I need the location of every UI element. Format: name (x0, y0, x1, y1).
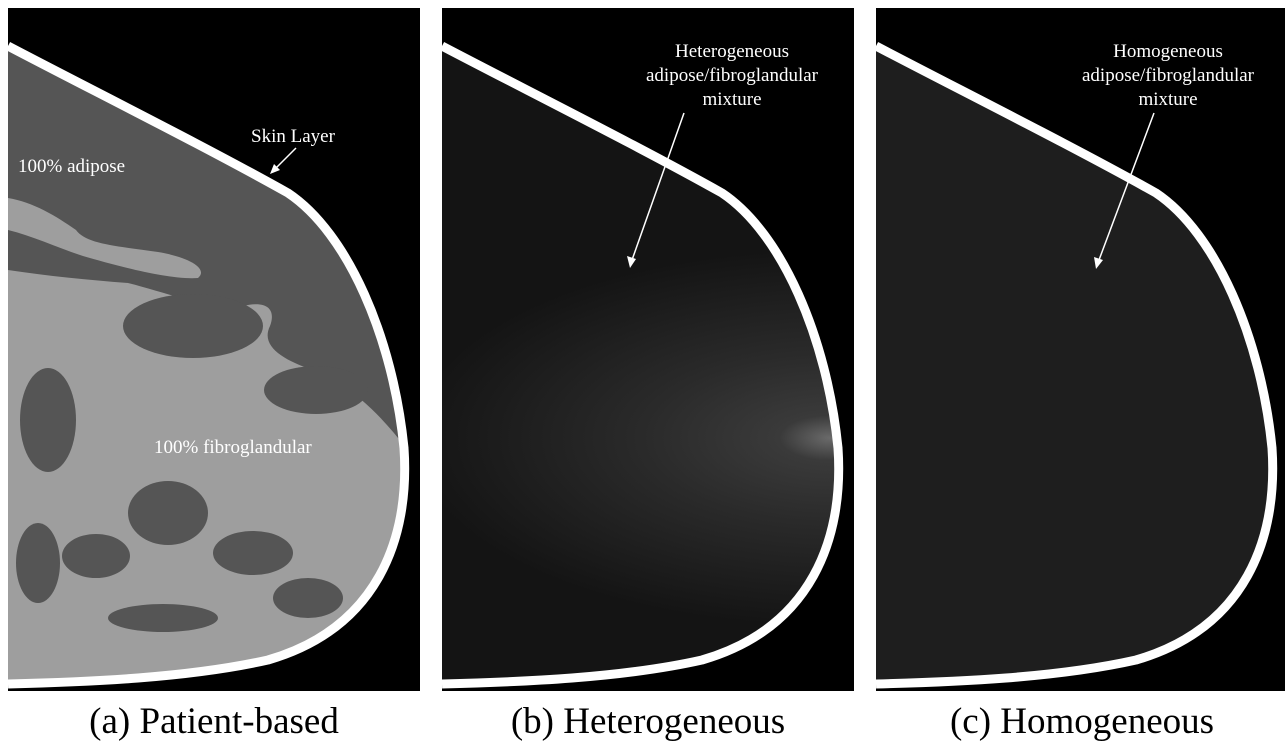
heterogeneous-panel: Heterogeneous adipose/fibroglandular mix… (442, 8, 854, 691)
skin-layer (8, 42, 410, 689)
fibroglandular-tissue (8, 198, 405, 684)
patient-based-image (8, 42, 410, 689)
homogeneous-panel: Homogeneous adipose/fibroglandular mixtu… (876, 8, 1285, 691)
caption-c: (c) Homogeneous (949, 701, 1215, 742)
breast-mixture-region (442, 46, 839, 684)
heterogeneous-image (442, 42, 844, 689)
mixture-arrow (1098, 112, 1155, 261)
mixture-arrow (631, 112, 685, 261)
adipose-label: 100% adipose (18, 156, 126, 177)
homogeneous-label: Homogeneous adipose/fibroglandular mixtu… (1081, 41, 1254, 110)
patient-based-panel: 100% adipose Skin Layer 100% fibroglandu… (8, 8, 420, 691)
skin-layer (442, 42, 844, 689)
heterogeneous-label: Heterogeneous adipose/fibroglandular mix… (645, 41, 818, 110)
homogeneous-image (876, 42, 1278, 689)
breast-mixture-region (876, 46, 1273, 684)
skin-layer (876, 42, 1278, 689)
caption-b: (b) Heterogeneous (510, 701, 786, 742)
fibroglandular-label: 100% fibroglandular (154, 437, 312, 458)
skin-layer-arrow (275, 147, 297, 169)
skin-layer-label: Skin Layer (251, 126, 335, 147)
caption-a: (a) Patient-based (89, 701, 339, 742)
